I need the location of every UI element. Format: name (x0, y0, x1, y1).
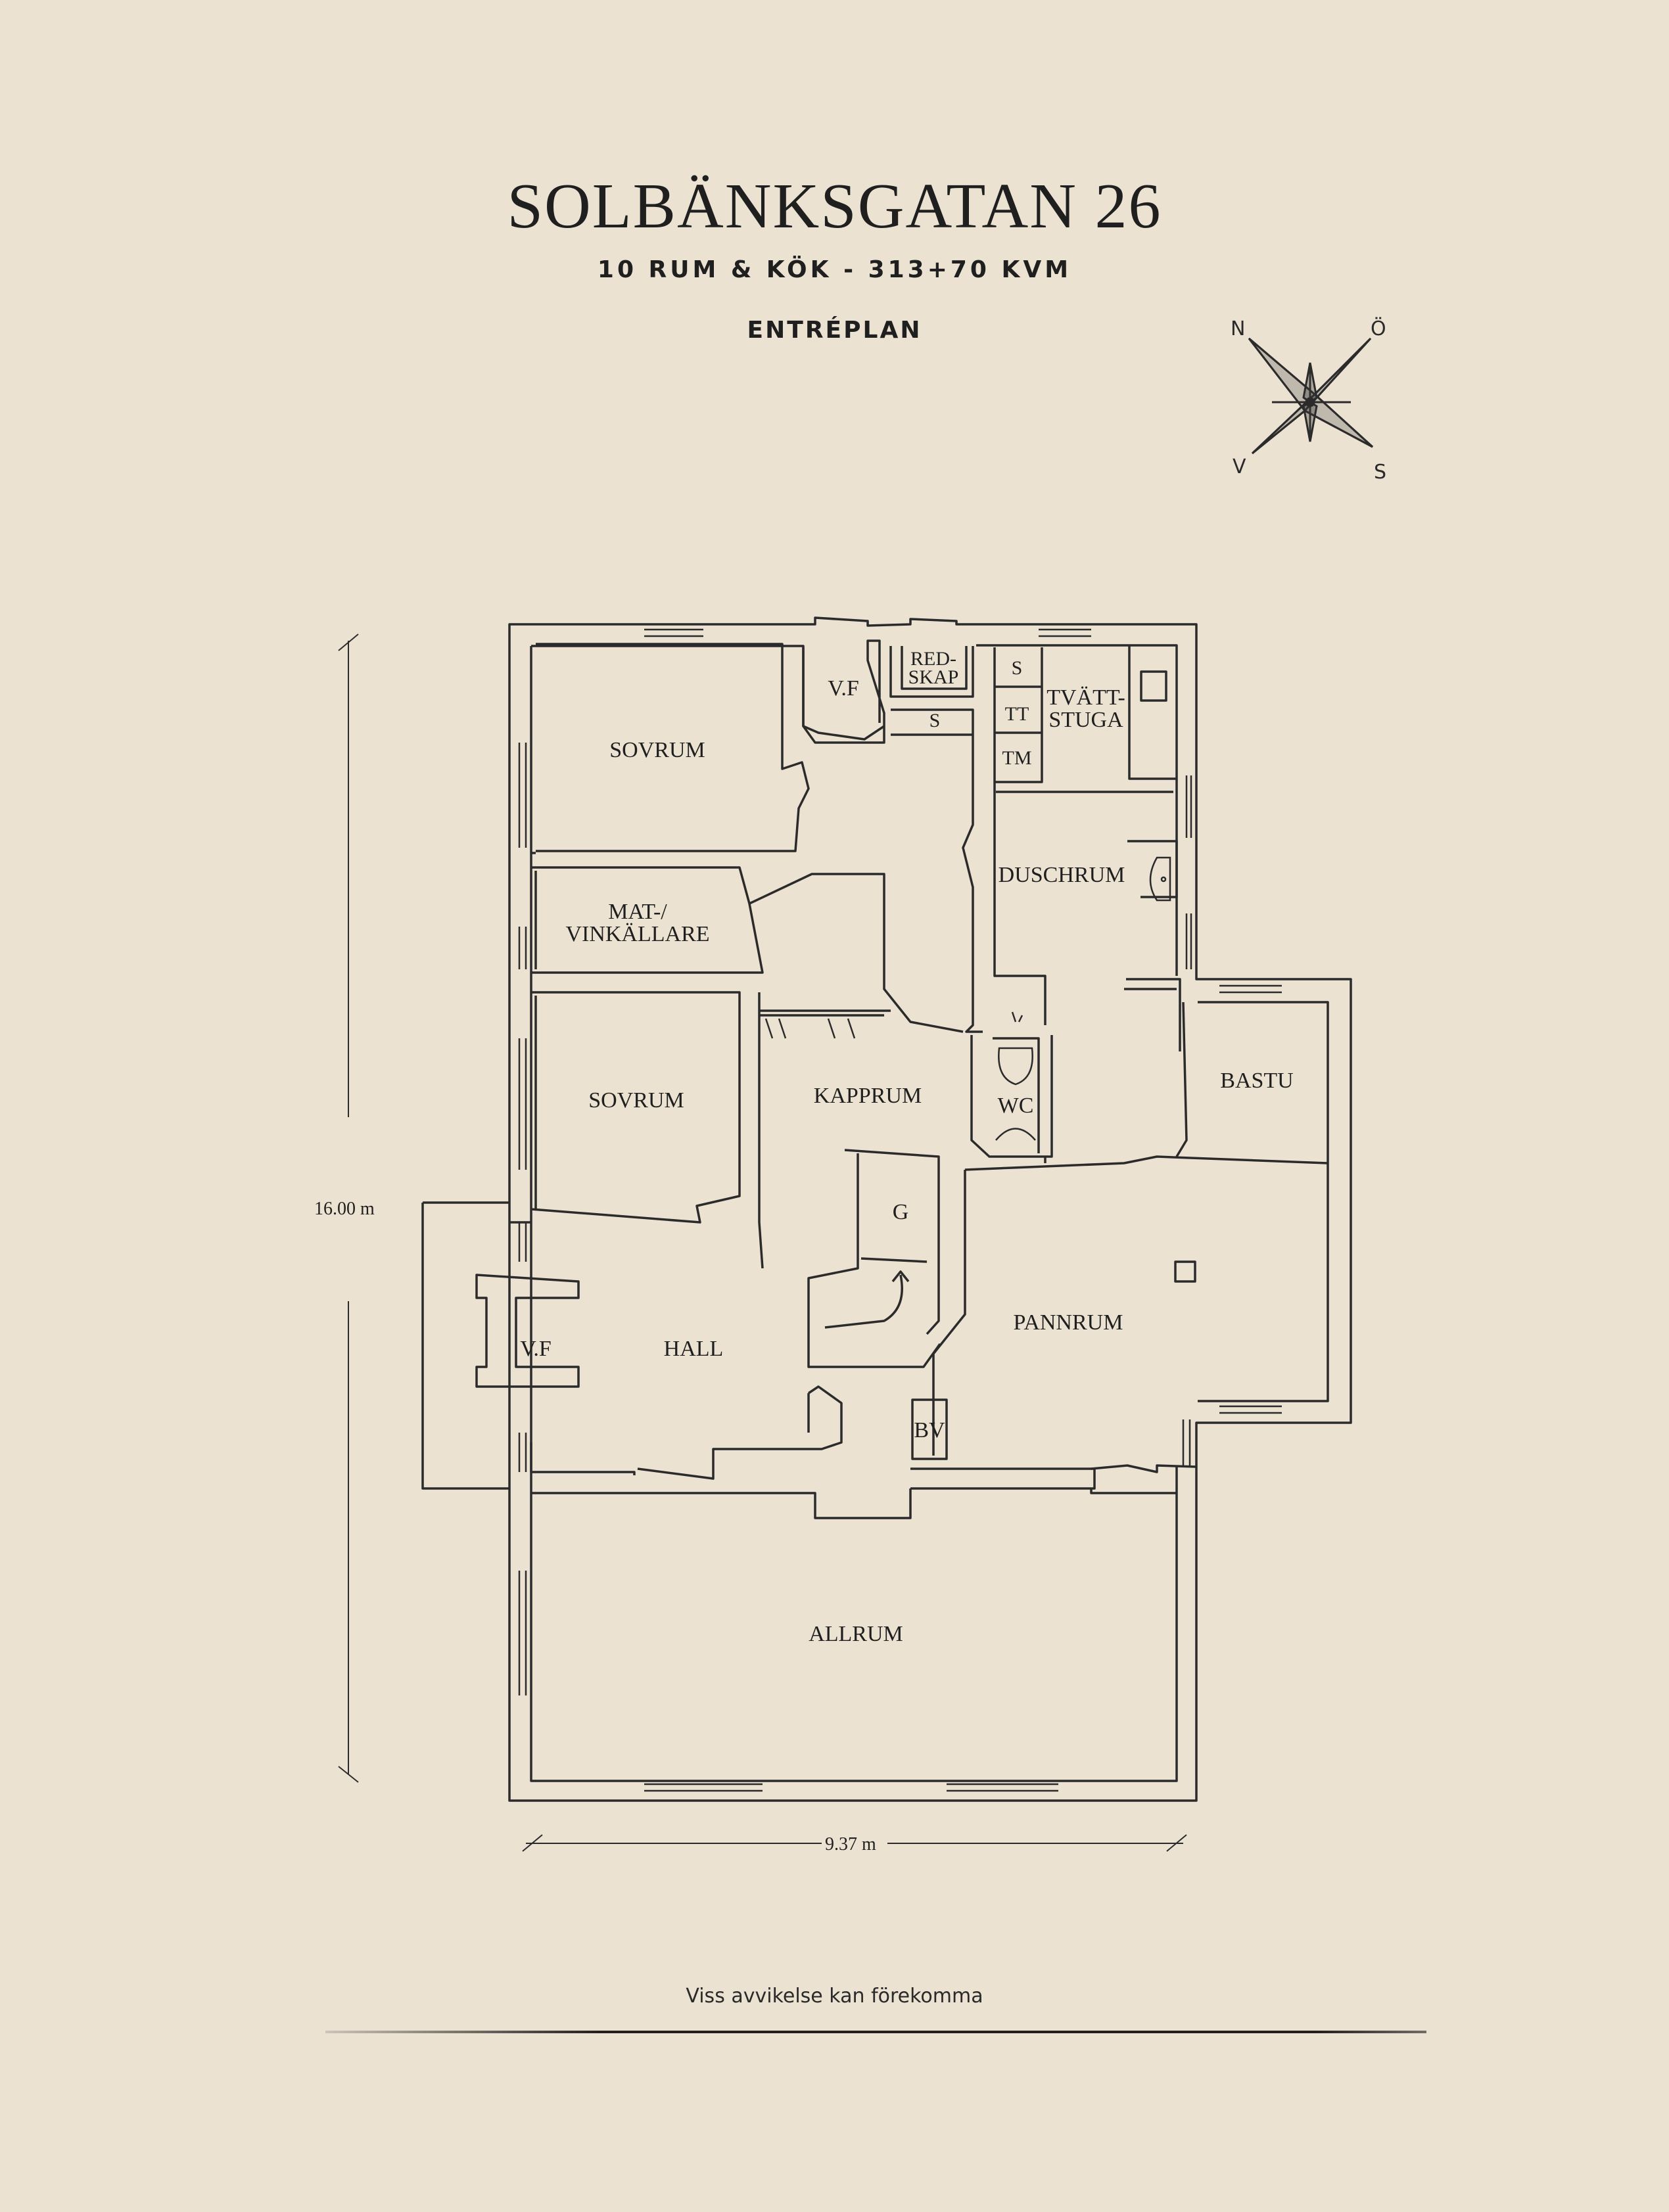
room-wc: WC (998, 1094, 1034, 1118)
room-matkallare-line1: MAT-/ (608, 900, 667, 924)
room-bv: BV (914, 1418, 945, 1442)
room-redskap-line1: RED- (910, 648, 956, 670)
windows (518, 628, 1282, 1792)
compass-rose-icon (1248, 337, 1374, 455)
room-kapprum: KAPPRUM (814, 1084, 922, 1108)
room-tvattstuga-line2: STUGA (1048, 708, 1123, 732)
property-title: SOLBÄNKSGATAN 26 (507, 171, 1162, 242)
dimension-width-label: 9.37 m (825, 1834, 876, 1855)
compass-north: N (1231, 317, 1245, 340)
property-size: 10 RUM & KÖK - 313+70 KVM (597, 256, 1072, 283)
compass-west: V (1233, 455, 1246, 478)
fixtures (764, 856, 1171, 1141)
room-allrum: ALLRUM (809, 1622, 903, 1646)
sink-icon (995, 1128, 1036, 1141)
floor-level-label: ENTRÉPLAN (747, 317, 922, 344)
room-g: G (893, 1200, 909, 1224)
room-tvattstuga-line1: TVÄTT- (1046, 685, 1125, 710)
toilet-icon (998, 1047, 1033, 1086)
walls (421, 616, 1352, 1802)
room-s-small: S (1012, 657, 1023, 679)
dimension-width (522, 1834, 1187, 1852)
room-pannrum: PANNRUM (1014, 1310, 1123, 1335)
room-vf-top: V.F (828, 676, 859, 701)
room-bastu: BASTU (1220, 1069, 1293, 1093)
room-tt: TT (1005, 703, 1029, 725)
room-vf-hall: V.F (520, 1337, 552, 1361)
footer-divider (325, 2031, 1426, 2033)
compass-east: Ö (1371, 317, 1386, 340)
room-sovrum-top: SOVRUM (609, 738, 705, 762)
disclaimer-text: Viss avvikelse kan förekomma (686, 1985, 983, 2008)
room-closet-s: S (929, 710, 941, 731)
room-duschrum: DUSCHRUM (999, 863, 1125, 887)
dimension-height (338, 634, 359, 1783)
room-hall: HALL (664, 1337, 724, 1361)
room-tm: TM (1002, 747, 1032, 769)
room-sovrum-mid: SOVRUM (588, 1088, 684, 1113)
room-redskap-line2: SKAP (908, 666, 959, 688)
dimension-height-label: 16.00 m (314, 1199, 375, 1219)
room-matkallare-line2: VINKÄLLARE (565, 922, 709, 946)
compass-south: S (1374, 461, 1386, 484)
